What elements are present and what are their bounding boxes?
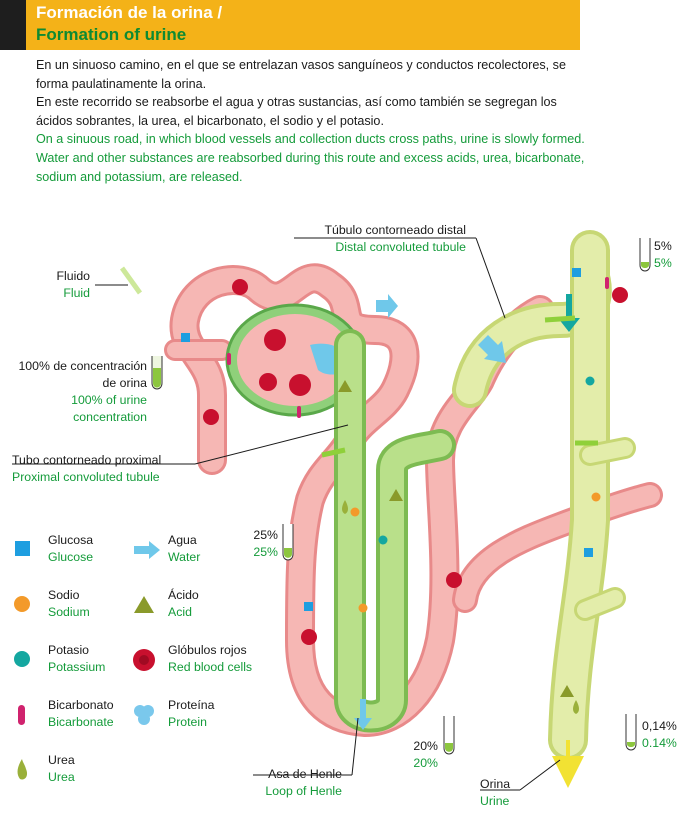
magenta-pill-icon — [18, 705, 25, 725]
label-proximal-tubule: Tubo contorneado proximal Proximal convo… — [12, 453, 162, 484]
test-tube-25 — [282, 524, 294, 561]
particles — [181, 268, 628, 730]
test-tube-5 — [639, 238, 651, 272]
page-title-en: Formation of urine — [36, 25, 187, 44]
intro-en-1: On a sinuous road, in which blood vessel… — [36, 132, 585, 147]
intro-text: En un sinuoso camino, en el que se entre… — [36, 56, 596, 186]
test-tube-014 — [625, 714, 637, 751]
page-title-es: Formación de la orina / — [36, 3, 223, 22]
protein-cluster-icon — [134, 705, 154, 725]
label-fluid: Fluido Fluid — [56, 269, 91, 300]
percentage-25: 25% 25% — [253, 528, 278, 559]
red-blood-cell-icon — [133, 649, 155, 671]
label-urine: Orina Urine — [480, 777, 511, 808]
test-tube-20 — [443, 716, 455, 755]
header: Formación de la orina / Formation of uri… — [0, 0, 580, 50]
percentage-5: 5% 5% — [654, 239, 672, 270]
intro-en-2: Water and other substances are reabsorbe… — [36, 150, 585, 184]
test-tube-100 — [151, 356, 163, 390]
blue-arrow-icon — [134, 541, 160, 559]
blood-vessel — [164, 263, 663, 737]
teal-circle-icon — [14, 651, 30, 667]
label-concentration: 100% de concentración de orina 100% of u… — [18, 359, 147, 424]
urea-drop-icon — [17, 759, 28, 780]
percentage-014: 0,14% 0.14% — [642, 719, 677, 750]
olive-triangle-icon — [134, 596, 154, 613]
fluid-entry-arrow — [119, 266, 143, 295]
header-accent-bar — [0, 0, 26, 50]
blue-square-icon — [15, 541, 30, 556]
orange-circle-icon — [14, 596, 30, 612]
collecting-duct — [452, 230, 636, 788]
percentage-20: 20% 20% — [413, 739, 438, 770]
label-loop-of-henle: Asa de Henle Loop of Henle — [265, 767, 342, 798]
label-distal-tubule: Túbulo contorneado distal Distal convolu… — [324, 223, 466, 254]
intro-es-2: En este recorrido se reabsorbe el agua y… — [36, 95, 557, 128]
intro-es-1: En un sinuoso camino, en el que se entre… — [36, 58, 566, 91]
pointer-lines — [12, 237, 561, 791]
tubule — [334, 329, 456, 733]
header-band: Formación de la orina / Formation of uri… — [26, 0, 580, 50]
